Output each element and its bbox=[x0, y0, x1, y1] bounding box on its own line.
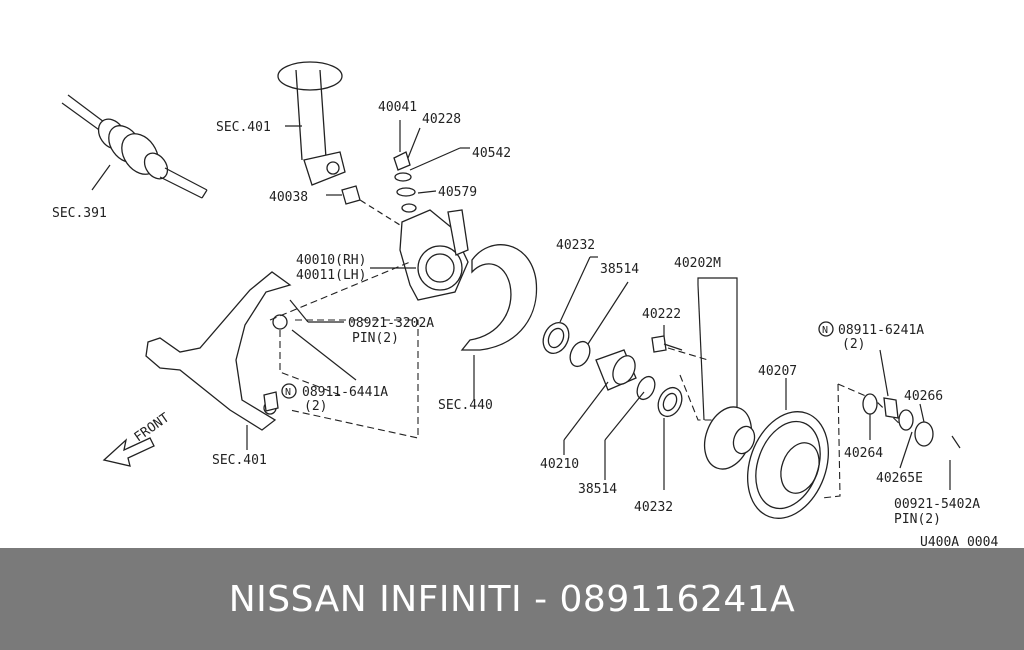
footer-banner: NISSAN INFINITI - 089116241A bbox=[0, 548, 1024, 650]
diagram-canvas: SEC.391 SEC.401 40038 40041 40228 40542 … bbox=[52, 61, 998, 548]
part-labels: SEC.391 SEC.401 40038 40041 40228 40542 … bbox=[52, 100, 998, 548]
label-08921: 08921-3202A bbox=[348, 316, 434, 331]
label-38514-top: 38514 bbox=[600, 262, 639, 277]
label-08911-6441a: 08911-6441A bbox=[302, 385, 388, 400]
n-mark-2-letter: N bbox=[822, 325, 828, 336]
n-mark-1 bbox=[281, 383, 297, 399]
parts-diagram: SEC.391 SEC.401 40038 40041 40228 40542 … bbox=[52, 61, 998, 548]
label-40210: 40210 bbox=[540, 457, 579, 472]
label-40222: 40222 bbox=[642, 307, 681, 322]
label-40038: 40038 bbox=[269, 190, 308, 205]
diagram-code: U400A 0004 bbox=[920, 535, 998, 548]
label-pin-2: PIN(2) bbox=[894, 512, 941, 527]
label-qty-1: (2) bbox=[304, 399, 327, 414]
label-front: FRONT bbox=[132, 410, 173, 445]
steering-knuckle bbox=[326, 185, 469, 301]
n-mark-2 bbox=[818, 321, 834, 337]
label-sec401-top: SEC.401 bbox=[216, 120, 271, 135]
label-40010: 40010(RH) bbox=[296, 253, 366, 268]
front-arrow bbox=[102, 437, 155, 467]
label-sec401-bottom: SEC.401 bbox=[212, 453, 267, 468]
label-40232-top: 40232 bbox=[556, 238, 595, 253]
label-sec440: SEC.440 bbox=[438, 398, 493, 413]
label-sec391: SEC.391 bbox=[52, 206, 107, 221]
strut bbox=[277, 61, 346, 186]
footer-title: NISSAN INFINITI - 089116241A bbox=[228, 578, 796, 620]
label-08911-6241a: 08911-6241A bbox=[838, 323, 924, 338]
label-40202m: 40202M bbox=[674, 256, 721, 271]
label-40264: 40264 bbox=[844, 446, 883, 461]
hub-components bbox=[542, 321, 961, 519]
label-40228: 40228 bbox=[422, 112, 461, 127]
label-00921: 00921-5402A bbox=[894, 497, 980, 512]
label-38514-bottom: 38514 bbox=[578, 482, 617, 497]
knuckle-small-parts bbox=[393, 120, 470, 213]
label-pin-1: PIN(2) bbox=[352, 331, 399, 346]
label-40011: 40011(LH) bbox=[296, 268, 366, 283]
splash-shield bbox=[460, 244, 538, 400]
leader-lines bbox=[289, 256, 951, 490]
label-qty-2: (2) bbox=[842, 337, 865, 352]
label-40207: 40207 bbox=[758, 364, 797, 379]
n-mark-1-letter: N bbox=[285, 387, 291, 398]
lower-control-arm bbox=[145, 271, 292, 450]
drive-shaft bbox=[61, 94, 208, 199]
label-40579: 40579 bbox=[438, 185, 477, 200]
label-40232-bottom: 40232 bbox=[634, 500, 673, 515]
label-40266: 40266 bbox=[904, 389, 943, 404]
label-40041: 40041 bbox=[378, 100, 417, 115]
label-40265e: 40265E bbox=[876, 471, 923, 486]
label-40542: 40542 bbox=[472, 146, 511, 161]
